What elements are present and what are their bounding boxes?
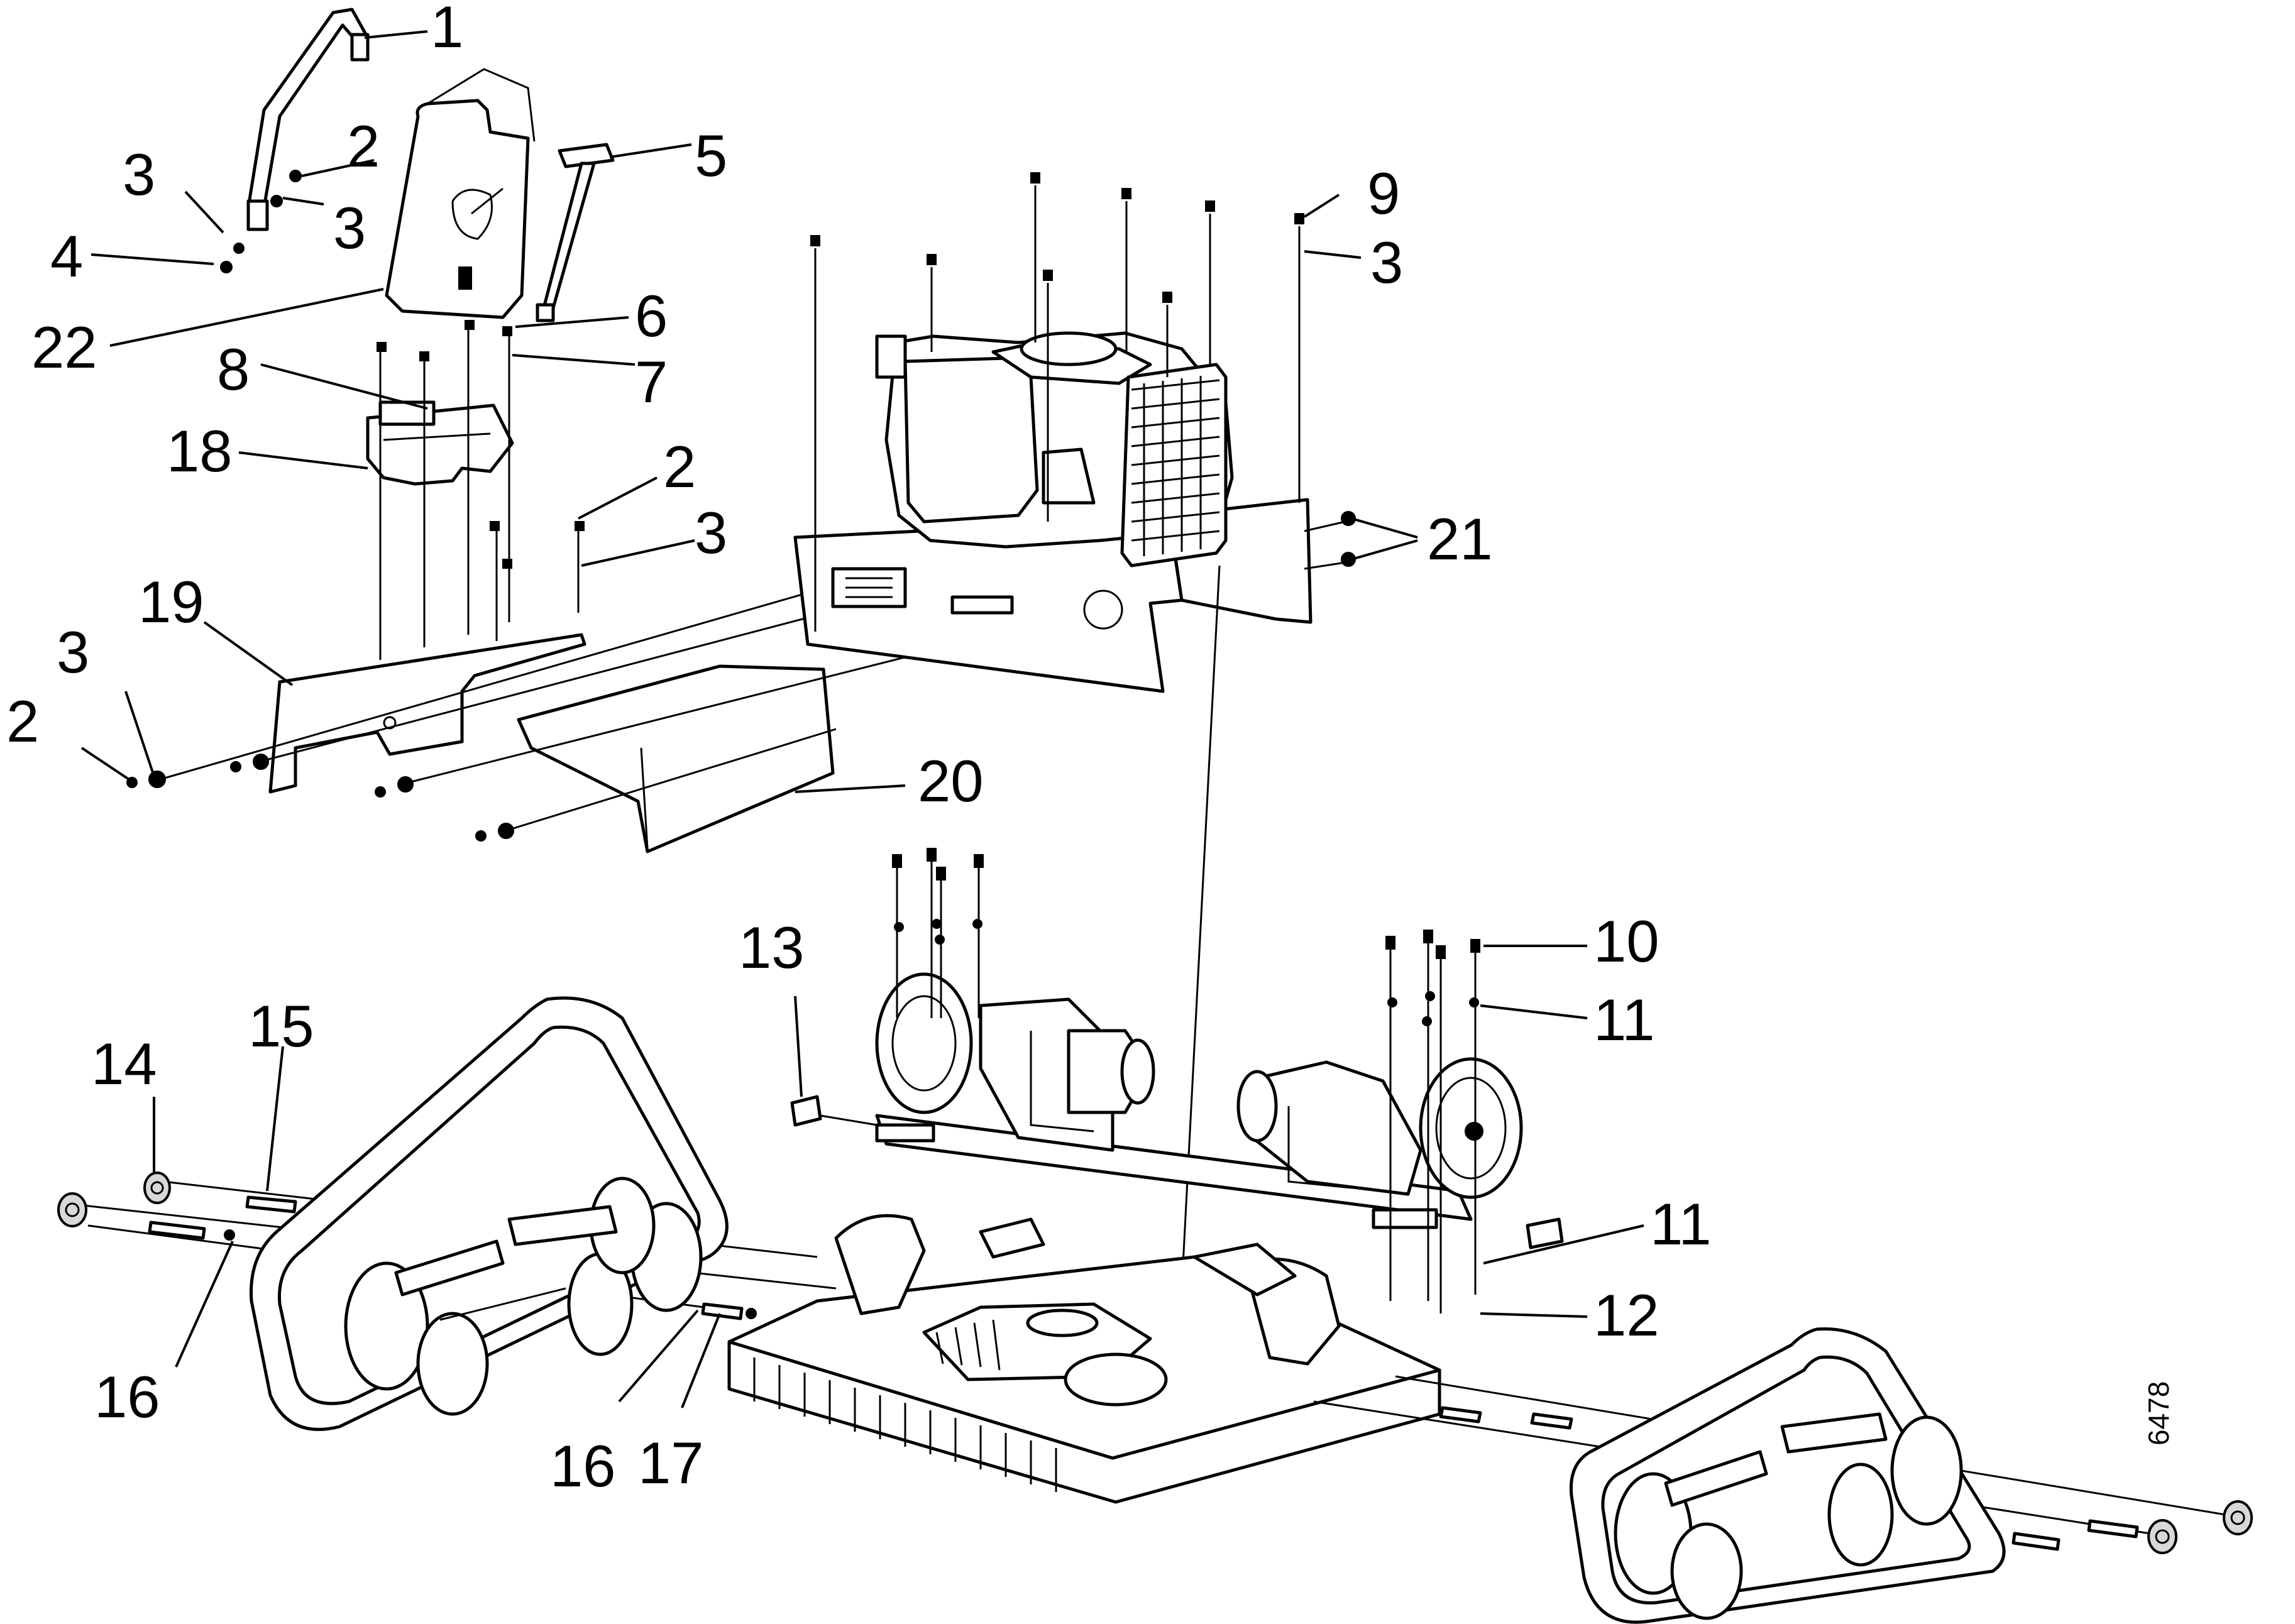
callout-labels: 1 2 3 3 4 5 22 6 7 8 18 9 3 2 3 21 19 3 … [6, 0, 1712, 1499]
callout-20: 20 [918, 748, 984, 814]
callout-2: 2 [663, 434, 696, 500]
callout-3: 3 [695, 500, 727, 566]
callout-3: 3 [333, 195, 366, 261]
fuel-gauge-sender [536, 143, 615, 322]
side-panel-20 [517, 664, 835, 853]
left-track [250, 996, 729, 1431]
chassis-base [727, 1214, 1441, 1504]
motor-mount-frame [875, 1114, 1473, 1229]
callout-11: 11 [1650, 1191, 1712, 1257]
callout-4: 4 [50, 223, 83, 289]
callout-2: 2 [347, 113, 380, 179]
callout-16: 16 [94, 1364, 160, 1430]
tank-bracket [366, 400, 514, 486]
callout-15: 15 [248, 993, 314, 1059]
callout-5: 5 [695, 123, 727, 189]
fuel-tank [385, 68, 536, 319]
callout-10: 10 [1593, 908, 1659, 974]
callout-19: 19 [138, 569, 204, 635]
drawing-number: 6478 [2142, 1381, 2175, 1446]
callout-7: 7 [635, 349, 668, 415]
callout-3: 3 [123, 141, 155, 207]
callout-18: 18 [167, 418, 233, 484]
callout-3: 3 [57, 619, 89, 685]
right-track [1569, 1327, 2006, 1624]
callout-13: 13 [739, 914, 805, 980]
callout-14: 14 [91, 1031, 157, 1097]
callout-21: 21 [1427, 506, 1493, 572]
callout-8: 8 [217, 336, 250, 402]
tank-hardware [220, 170, 302, 273]
callout-2: 2 [6, 688, 39, 754]
callout-22: 22 [31, 314, 97, 380]
right-motor [1236, 1057, 1523, 1199]
motor-bolts [892, 848, 1480, 1314]
engine-air-filter [1120, 363, 1228, 568]
axle-hardware [57, 1171, 2253, 1554]
fuel-tank-strap [246, 8, 370, 231]
callout-11: 11 [1593, 987, 1655, 1053]
callout-16: 16 [550, 1433, 616, 1499]
plate-bolts-21 [1304, 511, 1356, 570]
part-13-block [790, 1095, 1564, 1249]
leader-lines [80, 30, 1644, 1408]
callout-9: 9 [1367, 160, 1400, 226]
callout-17: 17 [638, 1430, 704, 1496]
left-motor [875, 972, 1155, 1152]
callout-3: 3 [1370, 229, 1403, 295]
callout-12: 12 [1593, 1282, 1659, 1348]
bracket-bolts [377, 320, 585, 660]
callout-1: 1 [431, 0, 463, 60]
callout-6: 6 [635, 283, 668, 349]
